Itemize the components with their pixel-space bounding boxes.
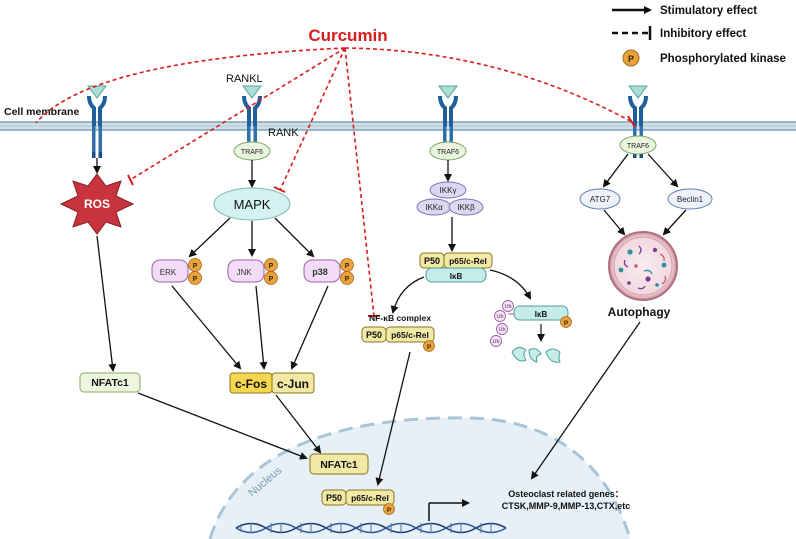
legend-stimulatory-label: Stimulatory effect	[660, 5, 757, 17]
transcription-arrow	[428, 499, 470, 521]
legend: Stimulatory effect Inhibitory effect P P…	[612, 5, 786, 67]
phospho-symbol: P	[387, 507, 392, 514]
ub-label: Ub	[492, 339, 499, 345]
ikk-alpha-label: IKKα	[425, 203, 443, 212]
phospho-icon	[264, 271, 278, 285]
nfkb-complex-cytoplasm: P50 p65/c-Rel P	[361, 326, 435, 352]
nfatc1-nucleus-label: NFATc1	[320, 459, 358, 471]
legend-phospho-icon	[622, 49, 640, 67]
ikk-complex: IKKγ IKKα IKKβ	[416, 181, 484, 216]
legend-phospho-symbol: P	[628, 54, 634, 64]
genes-title: Osteoclast related genes：	[508, 489, 624, 499]
mapk-node: MAPK	[213, 187, 291, 221]
traf6-nfkb: TRAF6	[429, 141, 467, 161]
phospho-symbol: P	[269, 263, 274, 270]
p50-label: P50	[424, 256, 440, 266]
phospho-symbol: P	[345, 276, 350, 283]
cfos-label: c-Fos	[235, 377, 267, 391]
p65-nucleus-label: p65/c-Rel	[351, 493, 389, 503]
p65-cyto-label: p65/c-Rel	[391, 330, 429, 340]
ikb-label: IκB	[450, 272, 463, 281]
nfkb-complex-label: NF-κB complex	[369, 313, 431, 323]
nfkb-ikb-complex: P50 p65/c-Rel IκB	[419, 252, 493, 283]
ros-label: ROS	[84, 197, 110, 211]
phospho-symbol: P	[564, 320, 569, 327]
atg7-node: ATG7	[579, 188, 621, 210]
phospho-icon	[560, 316, 572, 328]
beclin1-node: Beclin1	[667, 188, 713, 210]
legend-inhibitory-label: Inhibitory effect	[660, 28, 746, 40]
autophagy-label: Autophagy	[608, 305, 671, 319]
nfatc1-left-label: NFATc1	[91, 377, 129, 389]
membrane-label: Cell membrane	[4, 106, 79, 118]
traf6-rank-label: TRAF6	[241, 149, 263, 156]
curcumin-inhibition-bars	[127, 115, 636, 317]
ubiquitin-icon	[502, 300, 514, 312]
traf6-autophagy: TRAF6	[619, 135, 657, 155]
p50-cyto-label: P50	[366, 330, 382, 340]
p50-nucleus-label: P50	[326, 493, 342, 503]
cjun-label: c-Jun	[277, 377, 309, 391]
rankl-label: RANKL	[226, 73, 263, 85]
p65-label: p65/c-Rel	[449, 256, 487, 266]
traf6-rank: TRAF6	[233, 141, 271, 161]
dna-helix	[235, 522, 507, 534]
ub-label: Ub	[498, 327, 505, 333]
autophagosome	[608, 231, 678, 301]
nucleus-envelope	[208, 416, 632, 539]
genes-list: CTSK,MMP-9,MMP-13,CTX,etc	[502, 501, 631, 511]
curcumin-inhibition-lines	[35, 47, 633, 317]
traf6-nfkb-label: TRAF6	[437, 149, 459, 156]
ubiquitin-icon	[496, 323, 508, 335]
p38-kinase: p38 P P	[303, 258, 354, 285]
p38-label: p38	[312, 267, 328, 277]
ubiquitin-icon	[490, 335, 502, 347]
curcumin-title: Curcumin	[308, 26, 387, 45]
jnk-label: JNK	[236, 268, 252, 277]
erk-label: ERK	[160, 268, 177, 277]
phospho-symbol: P	[345, 263, 350, 270]
ikk-gamma-label: IKKγ	[440, 186, 457, 195]
phospho-symbol: P	[269, 276, 274, 283]
nfatc1-box-nucleus: NFATc1	[309, 453, 369, 475]
traf6-autophagy-label: TRAF6	[627, 143, 649, 150]
rank-label: RANK	[268, 127, 299, 139]
erk-kinase: ERK P P	[151, 258, 202, 285]
ub-label: Ub	[496, 314, 503, 320]
phospho-symbol: P	[193, 276, 198, 283]
ikb-ub-label: IκB	[535, 310, 548, 319]
ubiquitin-icon	[494, 310, 506, 322]
mapk-label: MAPK	[234, 197, 271, 212]
cfos-cjun-complex: c-Fos c-Jun	[229, 372, 315, 394]
nfatc1-box-left: NFATc1	[79, 372, 141, 393]
phospho-icon	[423, 340, 435, 352]
phospho-symbol: P	[193, 263, 198, 270]
ikk-beta-label: IKKβ	[457, 203, 475, 212]
degraded-ikb-fragments	[511, 346, 561, 363]
beclin1-label: Beclin1	[677, 195, 704, 204]
phospho-icon	[383, 503, 395, 515]
jnk-kinase: JNK P P	[227, 258, 278, 285]
ros-burst: ROS	[59, 173, 135, 235]
legend-phospho-label: Phosphorylated kinase	[660, 53, 786, 65]
phospho-icon	[340, 271, 354, 285]
atg7-label: ATG7	[590, 195, 611, 204]
cell-membrane	[0, 121, 796, 131]
ubiquitinated-ikb: IκB P Ub Ub Ub Ub	[490, 300, 572, 347]
ub-label: Ub	[504, 304, 511, 310]
nfkb-complex-nucleus: P50 p65/c-Rel P	[321, 489, 395, 515]
phospho-icon	[188, 271, 202, 285]
phospho-symbol: P	[427, 344, 432, 351]
